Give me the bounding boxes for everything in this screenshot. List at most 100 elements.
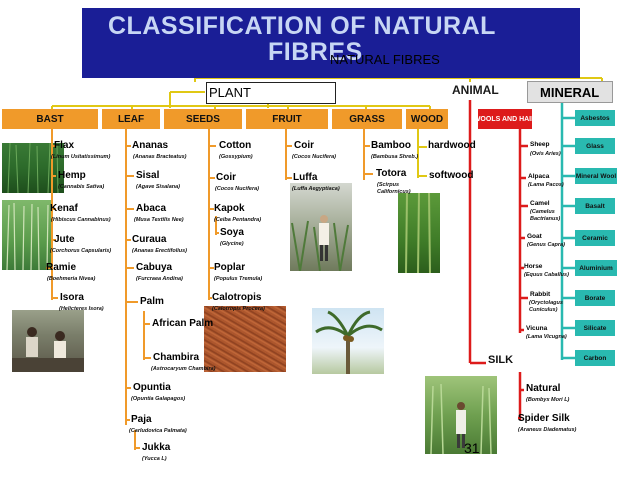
isora-harvest-photo [12, 310, 84, 372]
fibre-spider-silk: Spider Silk [518, 413, 570, 424]
mineral-node: MINERAL [527, 81, 613, 103]
category-wood: WOOD [406, 109, 448, 129]
fibre-natural-silk: Natural [526, 383, 561, 394]
sci-flax: (Linum Usitatissimum) [51, 154, 111, 160]
fibre-seed-coir: Coir [216, 172, 236, 183]
fibre-hardwood: hardwood [428, 140, 476, 151]
sci-alpaca: (Lama Pacos) [528, 182, 564, 188]
sci-sheep: (Ovis Aries) [530, 151, 561, 157]
fibre-sheep: Sheep [530, 141, 550, 148]
title-banner [82, 8, 580, 78]
fibre-poplar: Poplar [214, 262, 246, 273]
sci-jute: (Corchorus Capsularis) [50, 248, 112, 254]
fibre-abaca: Abaca [136, 203, 167, 214]
fibre-camel: Camel [530, 200, 550, 207]
fibre-jute: Jute [54, 234, 75, 245]
bamboo-grove-photo [398, 193, 440, 273]
sci-bamboo: (Bambusa Shreb.) [371, 154, 419, 160]
fibre-isora: Isora [60, 292, 84, 303]
sci-hemp: (Cannabis Sativa) [58, 184, 105, 190]
mineral-asbestos: Asbestos [575, 110, 615, 126]
mineral-mineral-wool: Mineral Wool [575, 168, 617, 184]
sci-goat: (Genus Capra) [527, 242, 565, 248]
fibre-alpaca: Alpaca [528, 173, 550, 180]
silk-worker-photo [425, 376, 497, 454]
fibre-jukka: Jukka [142, 442, 171, 453]
sci-poplar: (Populus Tremula) [214, 276, 263, 282]
fibre-soya: Soya [220, 227, 244, 238]
mineral-carbon: Carbon [575, 350, 615, 366]
sci-opuntia: (Opuntia Galapagos) [131, 396, 186, 402]
sci-ananas: (Ananas Bracteatus) [133, 154, 187, 160]
category-grass: GRASS [332, 109, 402, 129]
fibre-palm: Palm [140, 296, 164, 307]
sci-cabuya: (Furcraea Andina) [136, 276, 183, 282]
sci-kenaf: (Hibiscus Cannabinus) [51, 217, 111, 223]
sci-cotton: (Gossypium) [219, 154, 253, 160]
sci-abaca: (Musa Textilis Nee) [134, 217, 184, 223]
fibre-chambira: Chambira [153, 352, 200, 363]
sci-spider-silk: (Araneus Diadematus) [518, 427, 577, 433]
sci-curaua: (Ananas Erectifolius) [132, 248, 188, 254]
sci-ramie: (Boehmeria Nivea) [47, 276, 96, 282]
sci-camel: (Camelus Bactrianus) [530, 209, 561, 222]
sci-isora: (Helicteres Isora) [59, 306, 104, 312]
fibre-hemp: Hemp [58, 170, 86, 181]
fibre-rabbit: Rabbit [530, 291, 551, 298]
jute-field-photo [2, 200, 52, 270]
fibre-kenaf: Kenaf [50, 203, 78, 214]
sci-sisal: (Agave Sisalana) [136, 184, 181, 190]
sci-seed-coir: (Cocos Nucifera) [215, 186, 260, 192]
flax-field-photo [2, 143, 64, 193]
sci-calotropis: (Calotropis Procera) [212, 306, 265, 312]
mineral-ceramic: Ceramic [575, 230, 615, 246]
fibre-kapok: Kapok [214, 203, 245, 214]
fibre-luffa: Luffa [293, 172, 318, 183]
fibre-sisal: Sisal [136, 170, 160, 181]
mineral-label: MINERAL [540, 85, 600, 100]
fibre-african-palm: African Palm [152, 318, 214, 329]
sci-horse: (Equus Caballus) [524, 272, 569, 278]
mineral-silicate: Silicate [575, 320, 615, 336]
fibre-curaua: Curaua [132, 234, 167, 245]
sci-natural-silk: (Bombyx Mori L) [526, 397, 570, 403]
sci-kapok: (Ceiba Pentandra) [214, 217, 262, 223]
category-bast: BAST [2, 109, 98, 129]
category-leaf: LEAF [102, 109, 160, 129]
category-wools-and-hair: WOOLS AND HAIR [474, 109, 536, 129]
sisal-farmer-photo [290, 183, 352, 271]
sci-rabbit: (Oryctolagus Cuniculus) [529, 300, 563, 313]
slide-title-line2: FIBRES [268, 38, 363, 66]
sci-fruit-coir: (Cocos Nucifera) [292, 154, 337, 160]
category-fruit: FRUIT [246, 109, 328, 129]
fibre-calotropis: Calotropis [212, 292, 262, 303]
fibre-horse: Horse [524, 263, 543, 270]
coir-fibre-photo [204, 306, 286, 372]
mineral-basalt: Basalt [575, 198, 615, 214]
mineral-glass: Glass [575, 138, 615, 154]
fibre-vicuna: Vicuna [526, 325, 548, 332]
sci-chambira: (Astrocaryum Chambira) [151, 366, 216, 372]
fibre-cabuya: Cabuya [136, 262, 173, 273]
page-number: 31 [464, 440, 480, 456]
coconut-palm-photo [312, 308, 384, 374]
fibre-goat: Goat [527, 233, 542, 240]
plant-node: PLANT [206, 82, 336, 104]
fibre-flax: Flax [54, 140, 75, 151]
fibre-bamboo: Bamboo [371, 140, 411, 151]
fibre-totora: Totora [376, 168, 407, 179]
fibre-fruit-coir: Coir [294, 140, 314, 151]
category-seeds: SEEDS [164, 109, 242, 129]
plant-label: PLANT [209, 85, 251, 100]
fibre-cotton: Cotton [219, 140, 252, 151]
natural-fibres-root: NATURAL FIBRES [330, 52, 440, 67]
sci-totora: (Scirpus Californicus) [377, 182, 411, 195]
sci-jukka: (Yucca L) [142, 456, 167, 462]
fibre-softwood: softwood [429, 170, 474, 181]
category-silk: SILK [488, 354, 514, 366]
sci-paja: (Carludovica Palmata) [129, 428, 187, 434]
sci-luffa: (Luffa Aegyptiaca) [292, 186, 340, 192]
animal-node: ANIMAL [452, 83, 499, 97]
